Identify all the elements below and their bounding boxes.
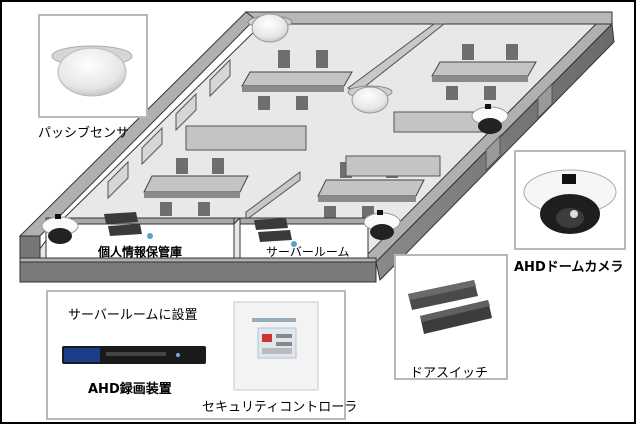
room-personal-info-label: 個人情報保管庫 — [98, 245, 183, 259]
left-wall-windows — [107, 58, 231, 200]
indicator-server — [291, 241, 297, 247]
dome-camera-right — [471, 104, 509, 134]
indicator-personal — [147, 233, 153, 239]
passive-sensor-icon — [51, 45, 133, 97]
door-switch-label: ドアスイッチ — [410, 366, 489, 381]
door-switch-personal — [104, 212, 142, 236]
desk-cluster-2 — [431, 44, 537, 100]
ahd-dome-camera-icon — [523, 169, 617, 234]
room-server-label: サーバールーム — [266, 245, 350, 259]
desk-cluster-3 — [143, 158, 249, 216]
ahd-recorder-icon — [62, 346, 206, 364]
center-table — [185, 125, 307, 151]
right-bench — [393, 111, 483, 133]
server-room-install-label: サーバールームに設置 — [68, 308, 198, 323]
dome-camera-left — [41, 214, 79, 244]
security-controller-icon — [233, 301, 319, 391]
ahd-dome-camera-box — [514, 150, 626, 250]
desk-cluster-1 — [241, 50, 353, 110]
ahd-dome-camera-label: AHDドームカメラ — [514, 260, 624, 275]
security-controller-label: セキュリティコントローラ — [202, 400, 358, 415]
door-switch-box — [394, 254, 508, 380]
door-switch-icon — [408, 280, 492, 334]
room-personal-info — [45, 217, 242, 259]
right-wall-windows — [485, 82, 553, 172]
desk-cluster-4 — [317, 162, 425, 220]
passive-sensor-box — [38, 14, 148, 118]
dome-camera-server — [363, 210, 401, 240]
ceiling-sensor-top — [247, 13, 293, 43]
ahd-recorder-label: AHD録画装置 — [88, 382, 172, 397]
door-switch-server — [254, 218, 292, 242]
passive-sensor-label: パッシブセンサ — [38, 126, 130, 141]
ceiling-sensor-center — [347, 85, 393, 114]
